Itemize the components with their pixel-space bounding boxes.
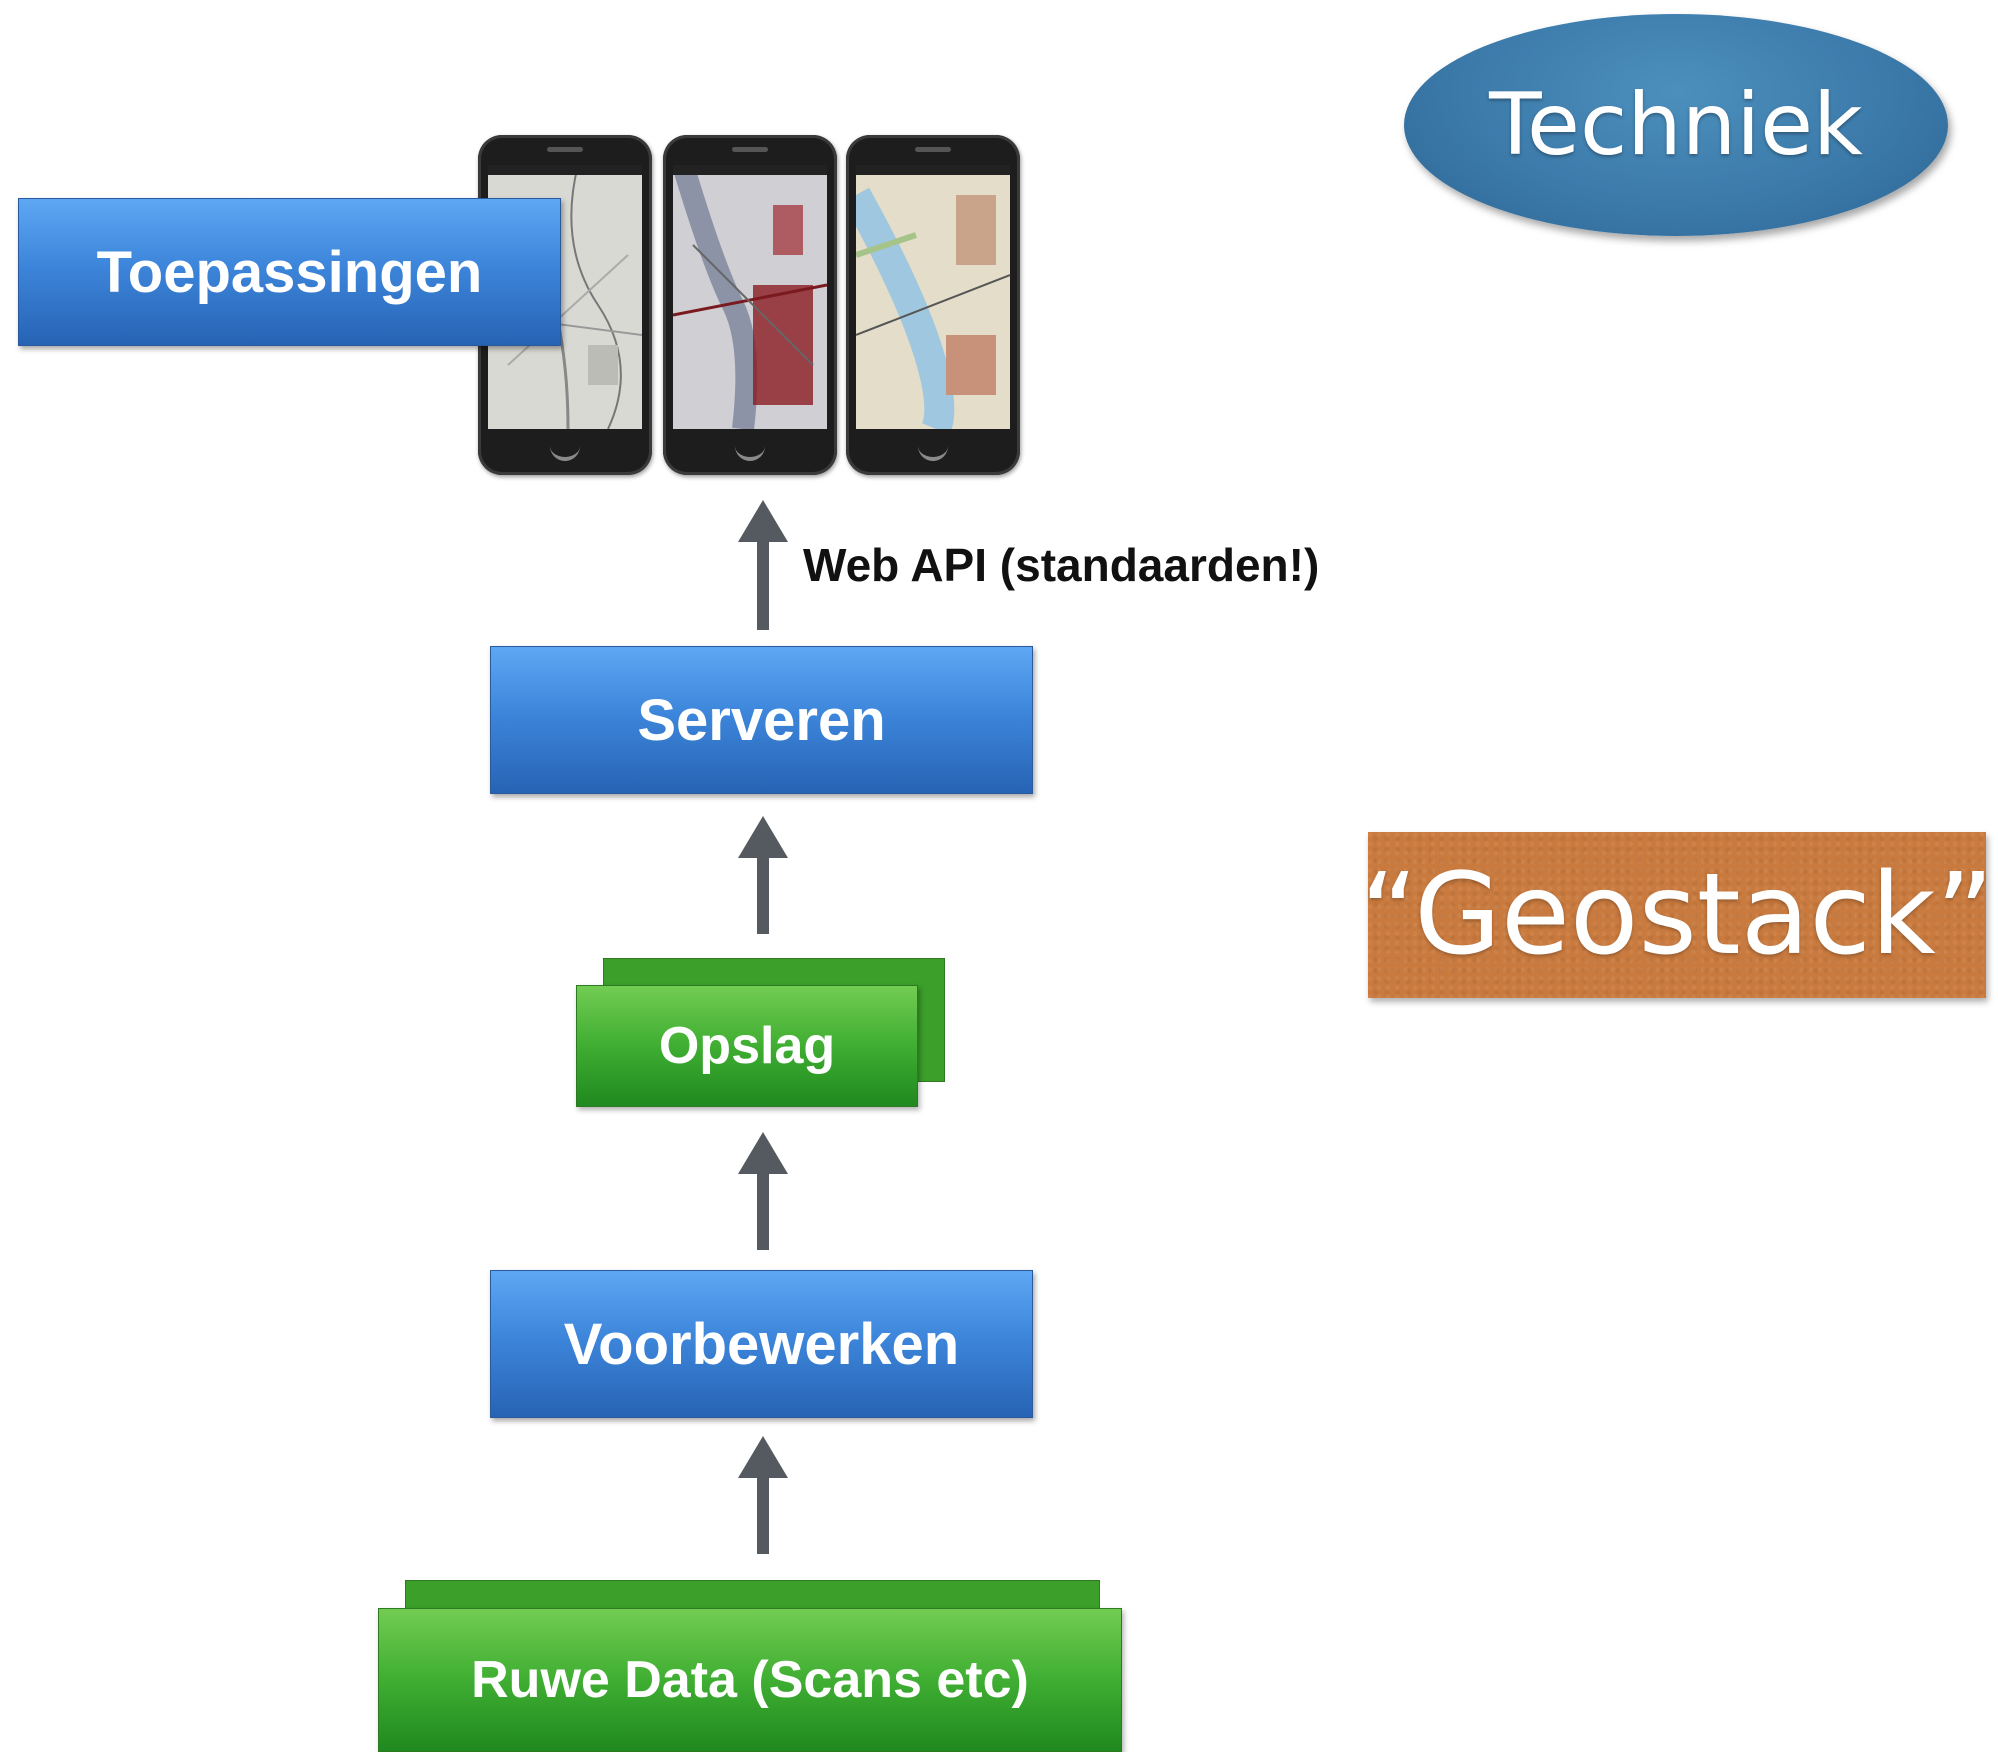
phone-speaker: [915, 147, 951, 152]
opslag-label: Opslag: [658, 1017, 836, 1075]
geostack-label: “Geostack”: [1360, 850, 1994, 980]
ruwe-data-label: Ruwe Data (Scans etc): [471, 1651, 1029, 1709]
voorbewerken-label: Voorbewerken: [563, 1311, 960, 1377]
toepassingen-box: Toepassingen: [18, 198, 561, 346]
phone-home-button: [550, 445, 580, 461]
phone-home-button: [735, 445, 765, 461]
arrow-up-icon: [738, 1436, 788, 1554]
phone-speaker: [732, 147, 768, 152]
phone-map-icon: [488, 165, 642, 429]
voorbewerken-box: Voorbewerken: [490, 1270, 1033, 1418]
phone-1: [478, 135, 652, 475]
techniek-label: Techniek: [1489, 75, 1863, 175]
arrow-up-icon: [738, 1132, 788, 1250]
serveren-box: Serveren: [490, 646, 1033, 794]
phone-home-button: [918, 445, 948, 461]
arrow-up-icon: [738, 500, 788, 630]
phone-map-icon: [673, 165, 827, 429]
opslag-box: Opslag: [576, 985, 918, 1107]
phone-3: [846, 135, 1020, 475]
techniek-badge: Techniek: [1404, 14, 1948, 236]
phone-speaker: [547, 147, 583, 152]
toepassingen-label: Toepassingen: [96, 239, 483, 305]
geostack-label-box: “Geostack”: [1360, 832, 1994, 998]
phone-map-icon: [856, 165, 1010, 429]
web-api-label: Web API (standaarden!): [803, 539, 1320, 591]
arrow-up-icon: [738, 816, 788, 934]
serveren-label: Serveren: [637, 687, 886, 753]
ruwe-data-box: Ruwe Data (Scans etc): [378, 1608, 1122, 1752]
phone-2: [663, 135, 837, 475]
